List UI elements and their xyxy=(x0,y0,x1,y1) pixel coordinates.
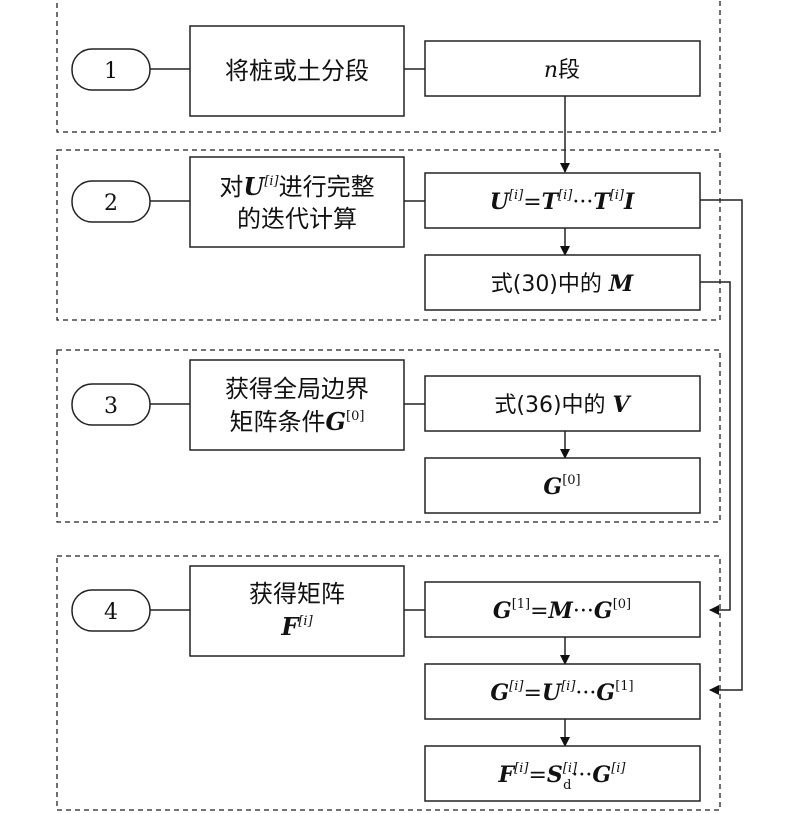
result-g0: G[0] xyxy=(543,473,580,500)
result-v-eq36: 式(36)中的 V xyxy=(494,392,631,418)
result-u-formula: U[i]=T[i]···T[i]I xyxy=(490,188,635,215)
step-label-3-line2: 矩阵条件G[0] xyxy=(230,407,365,436)
result-box-g0 xyxy=(424,457,701,514)
result-box-m-eq30 xyxy=(424,254,701,311)
section-frame-2 xyxy=(56,149,721,321)
step-number-3: 3 xyxy=(104,394,118,419)
result-gi-formula: G[i]=U[i]···G[1] xyxy=(490,679,633,706)
result-box-gi-formula xyxy=(424,663,701,720)
section-frame-1 xyxy=(56,0,721,133)
step-box-1 xyxy=(189,25,405,117)
step-label-4-line1: 获得矩阵 xyxy=(249,580,345,608)
step-number-4: 4 xyxy=(104,600,118,625)
result-box-fi-formula xyxy=(424,745,701,802)
step-label-1: 将桩或土分段 xyxy=(225,57,369,85)
result-n-segments: n段 xyxy=(544,58,580,83)
result-m-eq30: 式(30)中的 M xyxy=(491,271,634,297)
step-label-4-line2: F[i] xyxy=(280,612,313,641)
section-frame-3 xyxy=(56,349,721,523)
result-box-u-formula xyxy=(424,172,701,229)
step-label-2-line2: 的迭代计算 xyxy=(237,205,357,233)
step-box-3 xyxy=(189,359,405,451)
connector-m-to-g1 xyxy=(700,281,731,615)
step-number-2: 2 xyxy=(104,191,118,216)
result-fi-formula: F[i]=S[i]d···G[i] xyxy=(498,761,627,793)
result-box-g1-formula xyxy=(424,581,701,638)
result-box-n-segments xyxy=(424,40,701,97)
step-label-3-line1: 获得全局边界 xyxy=(225,375,369,403)
step-box-2 xyxy=(189,156,405,248)
step-number-1: 1 xyxy=(104,59,118,84)
connector-u-to-gi xyxy=(700,199,743,695)
result-g1-formula: G[1]=M···G[0] xyxy=(493,597,631,624)
result-box-v-eq36 xyxy=(424,375,701,432)
step-label-2-line1: 对U[i]进行完整 xyxy=(219,172,374,201)
step-box-4 xyxy=(189,565,405,657)
